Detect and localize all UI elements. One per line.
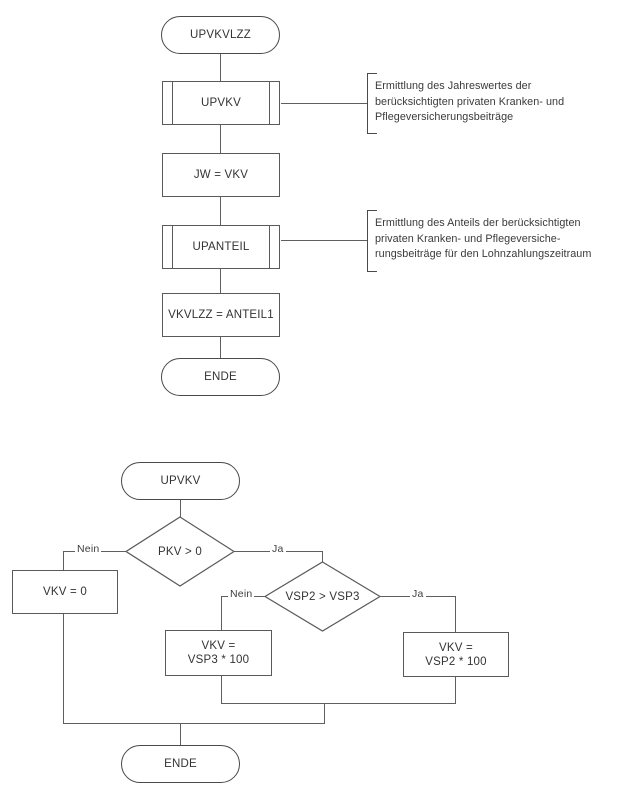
connector-start-to-upvkv <box>220 54 222 81</box>
decision-pkv-label: PKV > 0 <box>158 545 202 558</box>
process-vkv-vsp3[interactable]: VKV = VSP3 * 100 <box>165 630 272 676</box>
annotation-leader-upvkv <box>281 103 367 105</box>
predefined-process-upanteil[interactable]: UPANTEIL <box>162 225 280 269</box>
predefined-bar-left <box>172 226 173 268</box>
edge-vsp-yes-drop <box>455 596 457 632</box>
connector-upanteil-to-vkvlzz <box>220 269 222 293</box>
terminal-upvkv-start[interactable]: UPVKV <box>121 462 240 500</box>
edge-pkv-yes-drop <box>322 551 324 563</box>
edge-pkv-no-drop <box>63 551 65 571</box>
connector-vsp2-to-merge <box>455 677 457 704</box>
connector-vkv-zero-to-merge <box>63 614 65 724</box>
connector-vsp3-to-merge <box>221 676 223 704</box>
annotation-bracket-upanteil <box>367 210 377 272</box>
process-vkvlzz-anteil1[interactable]: VKVLZZ = ANTEIL1 <box>162 293 280 337</box>
decision-diamond-shape <box>124 516 236 587</box>
predefined-bar-left <box>172 82 173 124</box>
edge-label-vsp-no: Nein <box>228 588 255 600</box>
merge-drop-vsp-branches <box>324 703 326 724</box>
process-vkv-vsp2[interactable]: VKV = VSP2 * 100 <box>403 632 509 677</box>
terminal-ende-upvkv[interactable]: ENDE <box>121 745 240 783</box>
bracket-tick-bottom <box>368 271 377 272</box>
merge-bar-final <box>63 723 325 725</box>
connector-upvkv-to-decision-pkv <box>180 500 182 518</box>
connector-merge-to-ende <box>180 723 182 745</box>
connector-vkvlzz-to-ende <box>220 337 222 358</box>
terminal-upvkvlzz[interactable]: UPVKVLZZ <box>161 16 280 54</box>
annotation-leader-upanteil <box>281 240 367 242</box>
predefined-process-upvkv[interactable]: UPVKV <box>162 81 280 125</box>
decision-pkv-greater-zero[interactable]: PKV > 0 <box>124 516 236 587</box>
process-jw-vkv[interactable]: JW = VKV <box>162 153 280 197</box>
annotation-text-upvkv: Ermittlung des Jahreswertes der berücksi… <box>375 80 565 123</box>
process-vkv-zero[interactable]: VKV = 0 <box>12 570 118 614</box>
bracket-tick-bottom <box>368 133 377 134</box>
annotation-bracket-upvkv <box>367 73 377 134</box>
edge-vsp-no-drop <box>221 596 223 631</box>
predefined-bar-right <box>269 82 270 124</box>
decision-vsp-label: VSP2 > VSP3 <box>285 590 360 603</box>
edge-label-pkv-no: Nein <box>75 543 102 555</box>
decision-vsp2-greater-vsp3[interactable]: VSP2 > VSP3 <box>263 561 382 632</box>
process-vkv-vsp2-label: VKV = VSP2 * 100 <box>425 641 487 668</box>
annotation-text-upanteil: Ermittlung des Anteils der berücksichtig… <box>375 217 592 260</box>
connector-jw-to-upanteil <box>220 197 222 225</box>
edge-label-vsp-yes: Ja <box>410 588 426 600</box>
bracket-tick-top <box>368 73 377 74</box>
edge-label-pkv-yes: Ja <box>270 543 286 555</box>
merge-bar-vsp-branches <box>221 703 456 705</box>
decision-diamond-shape <box>263 561 382 632</box>
predefined-bar-right <box>269 226 270 268</box>
connector-upvkv-to-jw <box>220 125 222 153</box>
predefined-process-upanteil-label: UPANTEIL <box>192 241 250 253</box>
terminal-ende-upvkvlzz[interactable]: ENDE <box>161 358 280 396</box>
bracket-tick-top <box>368 210 377 211</box>
process-vkv-vsp3-label: VKV = VSP3 * 100 <box>187 640 250 666</box>
predefined-process-upvkv-label: UPVKV <box>201 97 241 109</box>
